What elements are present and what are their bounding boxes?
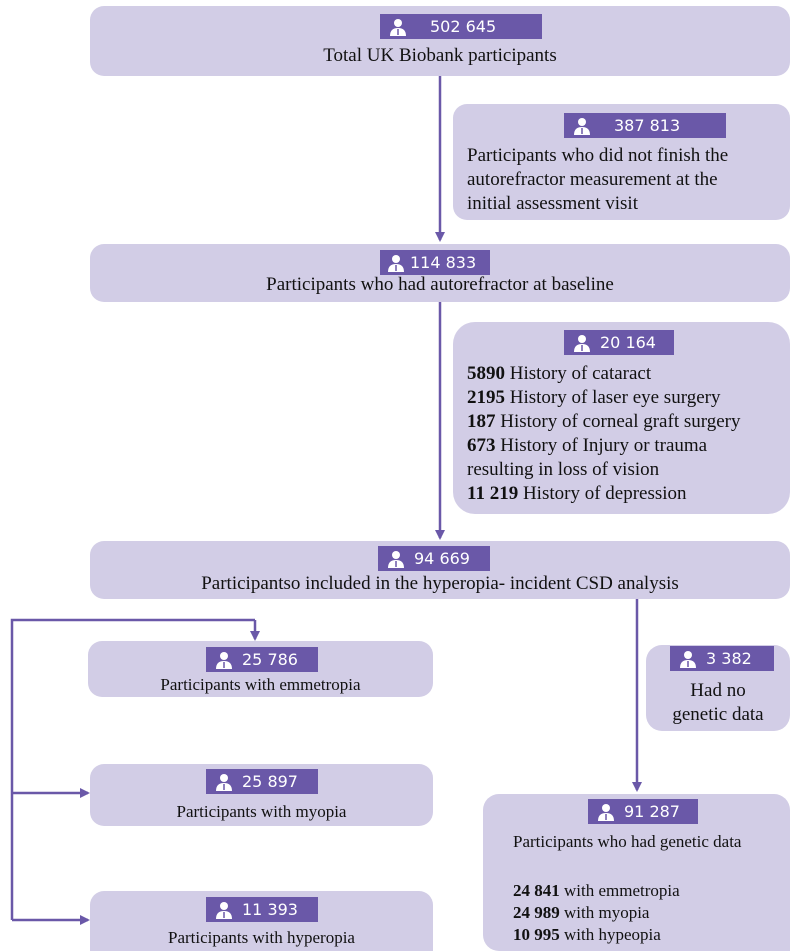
excluded-history-count: 20 164 (600, 333, 656, 352)
total-participants-box: 502 645 Total UK Biobank participants (90, 6, 790, 76)
excluded-autorefractor-box: 387 813 Participants who did not finish … (453, 104, 790, 220)
excluded-history-box: 20 164 5890 History of cataract 2195 His… (453, 322, 790, 514)
genetic-item: 24 989 with myopia (513, 903, 650, 922)
genetic-count: 91 287 (624, 802, 680, 821)
excluded-autorefractor-line: Participants who did not finish the (467, 145, 729, 166)
history-item: 5890 History of cataract (467, 363, 652, 384)
hyperopia-label: Participants with hyperopia (168, 928, 355, 947)
person-icon (388, 550, 404, 568)
excluded-autorefractor-count: 387 813 (614, 116, 681, 135)
history-item: 187 History of corneal graft surgery (467, 411, 741, 432)
person-icon (216, 901, 232, 919)
person-icon (574, 334, 590, 352)
included-count-badge: 94 669 (378, 546, 490, 571)
excluded-autorefractor-count-badge: 387 813 (564, 113, 726, 138)
emmetropia-count: 25 786 (242, 650, 298, 669)
no-genetic-line: genetic data (672, 704, 764, 725)
history-item: 2195 History of laser eye surgery (467, 387, 721, 408)
baseline-label: Participants who had autorefractor at ba… (266, 274, 614, 295)
person-icon (574, 117, 590, 135)
baseline-box: 114 833 Participants who had autorefract… (90, 244, 790, 302)
genetic-item: 24 841 with emmetropia (513, 881, 680, 900)
genetic-count-badge: 91 287 (588, 799, 698, 824)
total-count: 502 645 (430, 17, 497, 36)
person-icon (216, 651, 232, 669)
baseline-count: 114 833 (410, 253, 477, 272)
person-icon (216, 773, 232, 791)
genetic-label: Participants who had genetic data (513, 832, 742, 851)
hyperopia-count: 11 393 (242, 900, 298, 919)
hyperopia-box: 11 393 Participants with hyperopia (90, 891, 433, 951)
genetic-data-box: 91 287 Participants who had genetic data… (483, 794, 790, 951)
excluded-autorefractor-line: autorefractor measurement at the (467, 169, 718, 190)
left-bracket-connector (10, 618, 255, 920)
emmetropia-count-badge: 25 786 (206, 647, 318, 672)
baseline-count-badge: 114 833 (380, 250, 490, 275)
total-count-badge: 502 645 (380, 14, 542, 39)
history-item: 673 History of Injury or trauma (467, 435, 708, 456)
myopia-label: Participants with myopia (176, 802, 347, 821)
myopia-count-badge: 25 897 (206, 769, 318, 794)
included-label: Participantso included in the hyperopia-… (201, 573, 679, 594)
included-count: 94 669 (414, 549, 470, 568)
history-item: 11 219 History of depression (467, 483, 687, 504)
hyperopia-count-badge: 11 393 (206, 897, 318, 922)
no-genetic-line: Had no (690, 680, 746, 701)
total-label: Total UK Biobank participants (323, 45, 557, 66)
excluded-history-count-badge: 20 164 (564, 330, 674, 355)
no-genetic-count-badge: 3 382 (670, 646, 774, 671)
genetic-item: 10 995 with hypeopia (513, 925, 661, 944)
no-genetic-count: 3 382 (706, 649, 752, 668)
history-item: resulting in loss of vision (467, 459, 660, 480)
included-analysis-box: 94 669 Participantso included in the hyp… (90, 541, 790, 599)
person-icon (388, 254, 404, 272)
myopia-count: 25 897 (242, 772, 298, 791)
excluded-autorefractor-line: initial assessment visit (467, 193, 638, 214)
myopia-box: 25 897 Participants with myopia (90, 764, 433, 826)
no-genetic-data-box: 3 382 Had no genetic data (646, 645, 790, 731)
person-icon (680, 650, 696, 668)
person-icon (390, 18, 406, 36)
emmetropia-box: 25 786 Participants with emmetropia (88, 641, 433, 697)
person-icon (598, 803, 614, 821)
emmetropia-label: Participants with emmetropia (160, 675, 361, 694)
